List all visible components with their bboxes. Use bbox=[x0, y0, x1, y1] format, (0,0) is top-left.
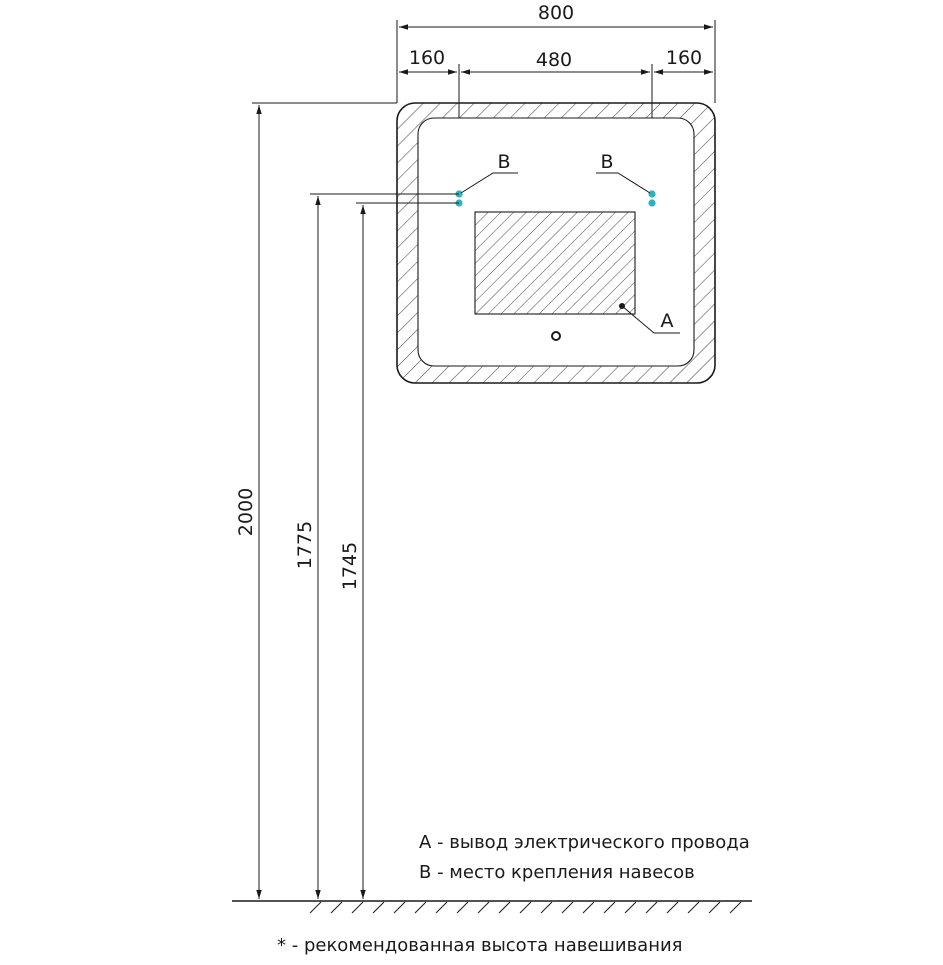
dim-total-width: 800 bbox=[538, 2, 574, 24]
floor-hatch-stroke bbox=[645, 901, 658, 914]
dim-total-height: 2000 bbox=[235, 488, 257, 536]
floor-hatch-stroke bbox=[351, 901, 364, 914]
floor-hatch-stroke bbox=[372, 901, 385, 914]
hook-right-lower bbox=[648, 199, 656, 207]
sensor-ring bbox=[551, 331, 561, 341]
hook-left-leader bbox=[460, 172, 518, 194]
legend: A - вывод электрического провода B - мес… bbox=[419, 832, 750, 883]
floor-hatch-stroke bbox=[414, 901, 427, 914]
floor-hatch-stroke bbox=[687, 901, 700, 914]
outlet-label: A bbox=[661, 310, 674, 332]
legend-b: B - место крепления навесов bbox=[419, 862, 695, 883]
dim-center-span: 480 bbox=[536, 49, 572, 71]
hook-points: B B bbox=[455, 151, 656, 207]
floor-hatch-stroke bbox=[477, 901, 490, 914]
floor-hatch-stroke bbox=[603, 901, 616, 914]
footnote: * - рекомендованная высота навешивания bbox=[277, 935, 683, 956]
floor-hatch-stroke bbox=[330, 901, 343, 914]
dim-right-offset: 160 bbox=[666, 47, 702, 69]
dim-left-offset: 160 bbox=[409, 47, 445, 69]
floor-hatch-stroke bbox=[309, 901, 322, 914]
hook-right-label: B bbox=[600, 151, 613, 173]
hook-left-label: B bbox=[497, 151, 510, 173]
vertical-dimensions: 2000 1775 1745 bbox=[235, 102, 459, 899]
floor-hatch-stroke bbox=[624, 901, 637, 914]
top-dimensions: 800 160 480 160 bbox=[396, 2, 716, 195]
outlet-marker: A bbox=[619, 303, 680, 334]
floor-hatch-stroke bbox=[519, 901, 532, 914]
mirror-outer-outline bbox=[396, 102, 716, 384]
mirror-body bbox=[396, 102, 716, 384]
floor-hatching bbox=[309, 901, 742, 914]
floor-hatch-stroke bbox=[582, 901, 595, 914]
electrical-zone bbox=[474, 211, 636, 315]
floor bbox=[232, 900, 752, 914]
dim-hook-height: 1775 bbox=[294, 521, 316, 569]
floor-hatch-stroke bbox=[540, 901, 553, 914]
hook-right-upper bbox=[648, 190, 656, 198]
legend-a: A - вывод электрического провода bbox=[419, 832, 750, 853]
floor-hatch-stroke bbox=[435, 901, 448, 914]
floor-hatch-stroke bbox=[708, 901, 721, 914]
floor-hatch-stroke bbox=[561, 901, 574, 914]
floor-hatch-stroke bbox=[456, 901, 469, 914]
floor-hatch-stroke bbox=[498, 901, 511, 914]
floor-hatch-stroke bbox=[729, 901, 742, 914]
dim-hook-height-lower: 1745 bbox=[339, 542, 361, 590]
floor-hatch-stroke bbox=[393, 901, 406, 914]
floor-hatch-stroke bbox=[666, 901, 679, 914]
hook-right-leader bbox=[596, 172, 651, 194]
outlet-leader bbox=[621, 305, 680, 334]
